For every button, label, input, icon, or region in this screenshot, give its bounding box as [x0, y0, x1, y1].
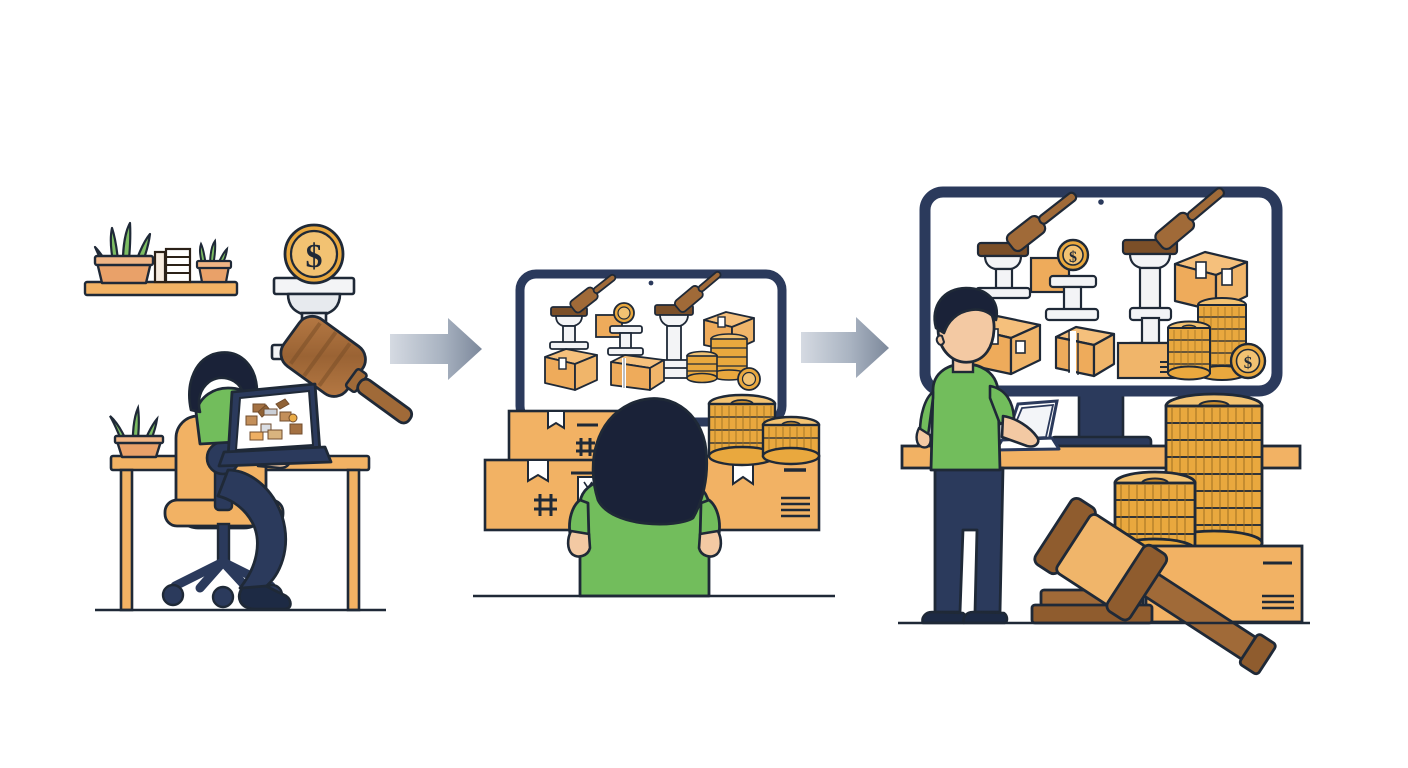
dollar-sign-glyph: $ — [1069, 249, 1077, 266]
desk-plant — [109, 403, 165, 459]
arrow-2 — [801, 317, 889, 378]
man-standing — [915, 286, 1040, 625]
screen-box-left — [544, 348, 598, 391]
shelf-plant-large — [93, 221, 155, 285]
coin-stacks — [707, 393, 821, 467]
screen-box-top-right — [1173, 250, 1249, 313]
laptop-screen-thumbnails — [245, 398, 303, 441]
screen-coin-dollar: $ — [1029, 238, 1100, 322]
gavel-icon-large: $ — [270, 223, 414, 425]
laptop — [217, 382, 333, 468]
screen-listings: $ — [967, 187, 1267, 381]
woman-standing — [566, 397, 723, 598]
dollar-coin-icon: $ — [283, 223, 345, 285]
gavel-head — [279, 314, 414, 425]
gavel-large — [1030, 496, 1277, 676]
monitor — [515, 269, 787, 427]
screen-gavel-left — [549, 273, 617, 350]
fragile-mark-top — [576, 438, 595, 456]
panel-1-research-desk: $ — [83, 221, 414, 612]
coin-stack-short — [761, 415, 821, 466]
panel-2-browsing-inventory — [473, 269, 835, 598]
screen-box-bottom-center — [1054, 325, 1116, 378]
panel-3-scaled-operation: $ — [898, 186, 1310, 676]
barcode-label — [1262, 594, 1294, 610]
dollar-sign-glyph: $ — [1244, 353, 1253, 372]
screen-coin-stack — [686, 333, 761, 391]
coin-column-front — [686, 350, 718, 384]
screen-listings — [544, 270, 761, 391]
screen-coin — [595, 302, 644, 356]
barcode-label — [781, 496, 810, 518]
screen-box-center — [610, 354, 665, 391]
monitor-large: $ — [919, 186, 1283, 397]
screen-coin-stacks: $ — [1167, 297, 1267, 381]
screen-gavel-right — [652, 270, 722, 379]
fragile-mark-bottom — [534, 494, 557, 516]
shelf-books — [153, 247, 192, 284]
dollar-sign-glyph: $ — [306, 238, 323, 275]
coin-col-front — [1167, 320, 1211, 381]
shelf-plant-small — [195, 238, 233, 284]
arrow-1 — [390, 318, 482, 380]
